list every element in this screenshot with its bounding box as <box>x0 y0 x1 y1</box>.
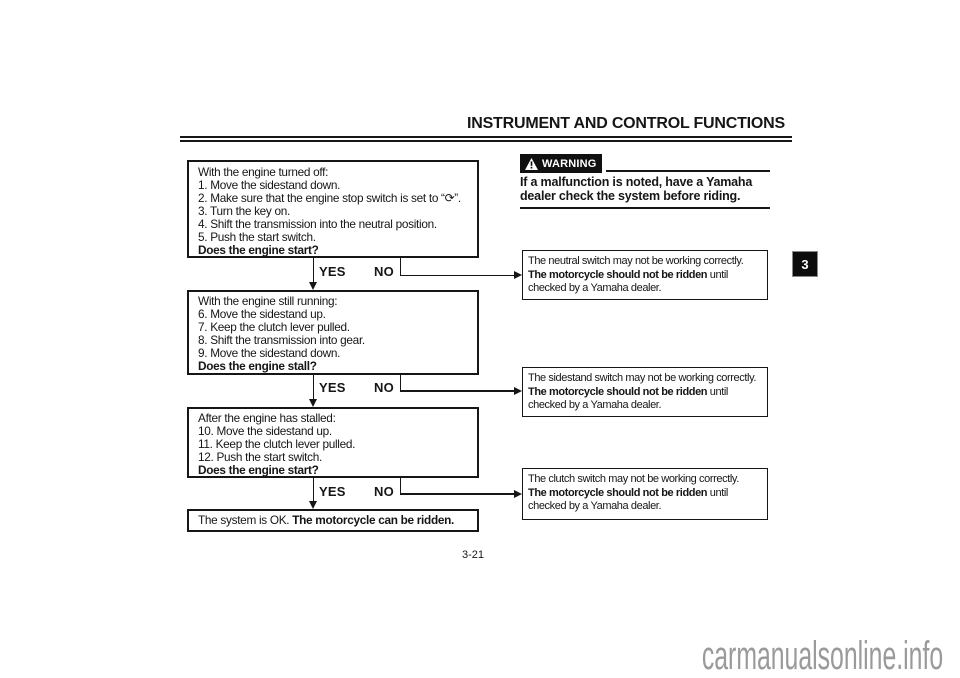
step-line: With the engine turned off: <box>198 165 329 179</box>
flow-step-2-box: With the engine still running: 6. Move t… <box>187 290 479 375</box>
connector-line <box>399 390 515 392</box>
step-line: 12. Push the start switch. <box>198 450 322 464</box>
connector-line <box>399 493 515 495</box>
yes-label: YES <box>319 484 346 499</box>
step-line: 7. Keep the clutch lever pulled. <box>198 320 350 334</box>
flow-arrow-down-icon <box>308 399 317 407</box>
outcome-line: The motorcycle should not be ridden unti… <box>528 269 762 283</box>
flow-arrow-down-icon <box>308 501 317 509</box>
step-line: 10. Move the sidestand up. <box>198 424 332 438</box>
outcome-line: The motorcycle should not be ridden unti… <box>528 487 762 501</box>
step-line: 9. Move the sidestand down. <box>198 346 341 360</box>
step-line: 3. Turn the key on. <box>198 204 291 218</box>
outcome-line: checked by a Yamaha dealer. <box>528 399 662 411</box>
step-line: 4. Shift the transmission into the neutr… <box>198 217 437 231</box>
header-rule-thin <box>180 140 792 142</box>
step-line: 6. Move the sidestand up. <box>198 307 326 321</box>
outcome-bold: The motorcycle should not be ridden <box>528 268 708 281</box>
flow-step-3-box: After the engine has stalled: 10. Move t… <box>187 407 479 478</box>
page-number: 3-21 <box>461 549 485 561</box>
step-line: 2. Make sure that the engine stop switch… <box>198 191 461 205</box>
step-line: After the engine has stalled: <box>198 411 336 425</box>
warning-text-line: dealer check the system before riding. <box>520 189 741 203</box>
step-question: Does the engine start? <box>198 463 319 477</box>
flow-arrow-right-icon <box>514 489 522 498</box>
result-text: The system is OK. The motorcycle can be … <box>198 514 454 527</box>
step-line: 1. Move the sidestand down. <box>198 178 341 192</box>
outcome-line: The motorcycle should not be ridden unti… <box>528 386 762 400</box>
warning-text-line: If a malfunction is noted, have a Yamaha <box>520 175 753 189</box>
step-question: Does the engine stall? <box>198 359 317 373</box>
outcome-line: checked by a Yamaha dealer. <box>528 282 662 294</box>
warning-rule-right <box>606 170 770 172</box>
step-line: 11. Keep the clutch lever pulled. <box>198 437 356 451</box>
step-line: With the engine still running: <box>198 294 338 308</box>
watermark: carmanualsonline.info <box>701 634 943 678</box>
flow-step-1-box: With the engine turned off: 1. Move the … <box>187 160 479 258</box>
outcome-rest: until <box>707 486 729 499</box>
connector-line <box>312 373 314 400</box>
outcome-bold: The motorcycle should not be ridden <box>528 385 708 398</box>
outcome-neutral-box: The neutral switch may not be working co… <box>522 250 768 300</box>
outcome-line: checked by a Yamaha dealer. <box>528 500 662 512</box>
step-question: Does the engine start? <box>198 243 319 257</box>
connector-line <box>399 274 515 276</box>
yes-label: YES <box>319 264 346 279</box>
warning-badge: WARNING <box>520 154 602 173</box>
no-label: NO <box>374 264 394 279</box>
outcome-sidestand-box: The sidestand switch may not be working … <box>522 367 768 417</box>
result-normal: The system is OK. <box>198 513 293 527</box>
connector-line <box>399 258 401 276</box>
connector-line <box>312 478 314 502</box>
flow-arrow-down-icon <box>308 282 317 290</box>
outcome-rest: until <box>707 268 729 281</box>
step-line: 8. Shift the transmission into gear. <box>198 333 365 347</box>
step-line: 5. Push the start switch. <box>198 230 316 244</box>
no-label: NO <box>374 484 394 499</box>
flow-arrow-right-icon <box>514 386 522 395</box>
chapter-tab: 3 <box>792 251 818 277</box>
flow-arrow-right-icon <box>514 271 522 279</box>
page-title: INSTRUMENT AND CONTROL FUNCTIONS <box>466 115 785 132</box>
warning-label: WARNING <box>542 157 597 170</box>
outcome-bold: The motorcycle should not be ridden <box>528 486 708 499</box>
warning-triangle-icon <box>525 157 538 170</box>
outcome-line: The sidestand switch may not be working … <box>528 372 757 384</box>
flow-result-box: The system is OK. The motorcycle can be … <box>187 509 479 532</box>
outcome-clutch-box: The clutch switch may not be working cor… <box>522 468 768 520</box>
connector-line <box>399 478 401 494</box>
connector-line <box>312 258 314 284</box>
outcome-line: The neutral switch may not be working co… <box>528 255 744 267</box>
header-rule-thick <box>180 136 792 138</box>
no-label: NO <box>374 380 394 395</box>
outcome-line: The clutch switch may not be working cor… <box>528 473 739 485</box>
result-bold: The motorcycle can be ridden. <box>292 513 454 527</box>
warning-rule-bottom <box>520 207 770 209</box>
yes-label: YES <box>319 380 346 395</box>
outcome-rest: until <box>707 385 729 398</box>
connector-line <box>399 373 401 391</box>
